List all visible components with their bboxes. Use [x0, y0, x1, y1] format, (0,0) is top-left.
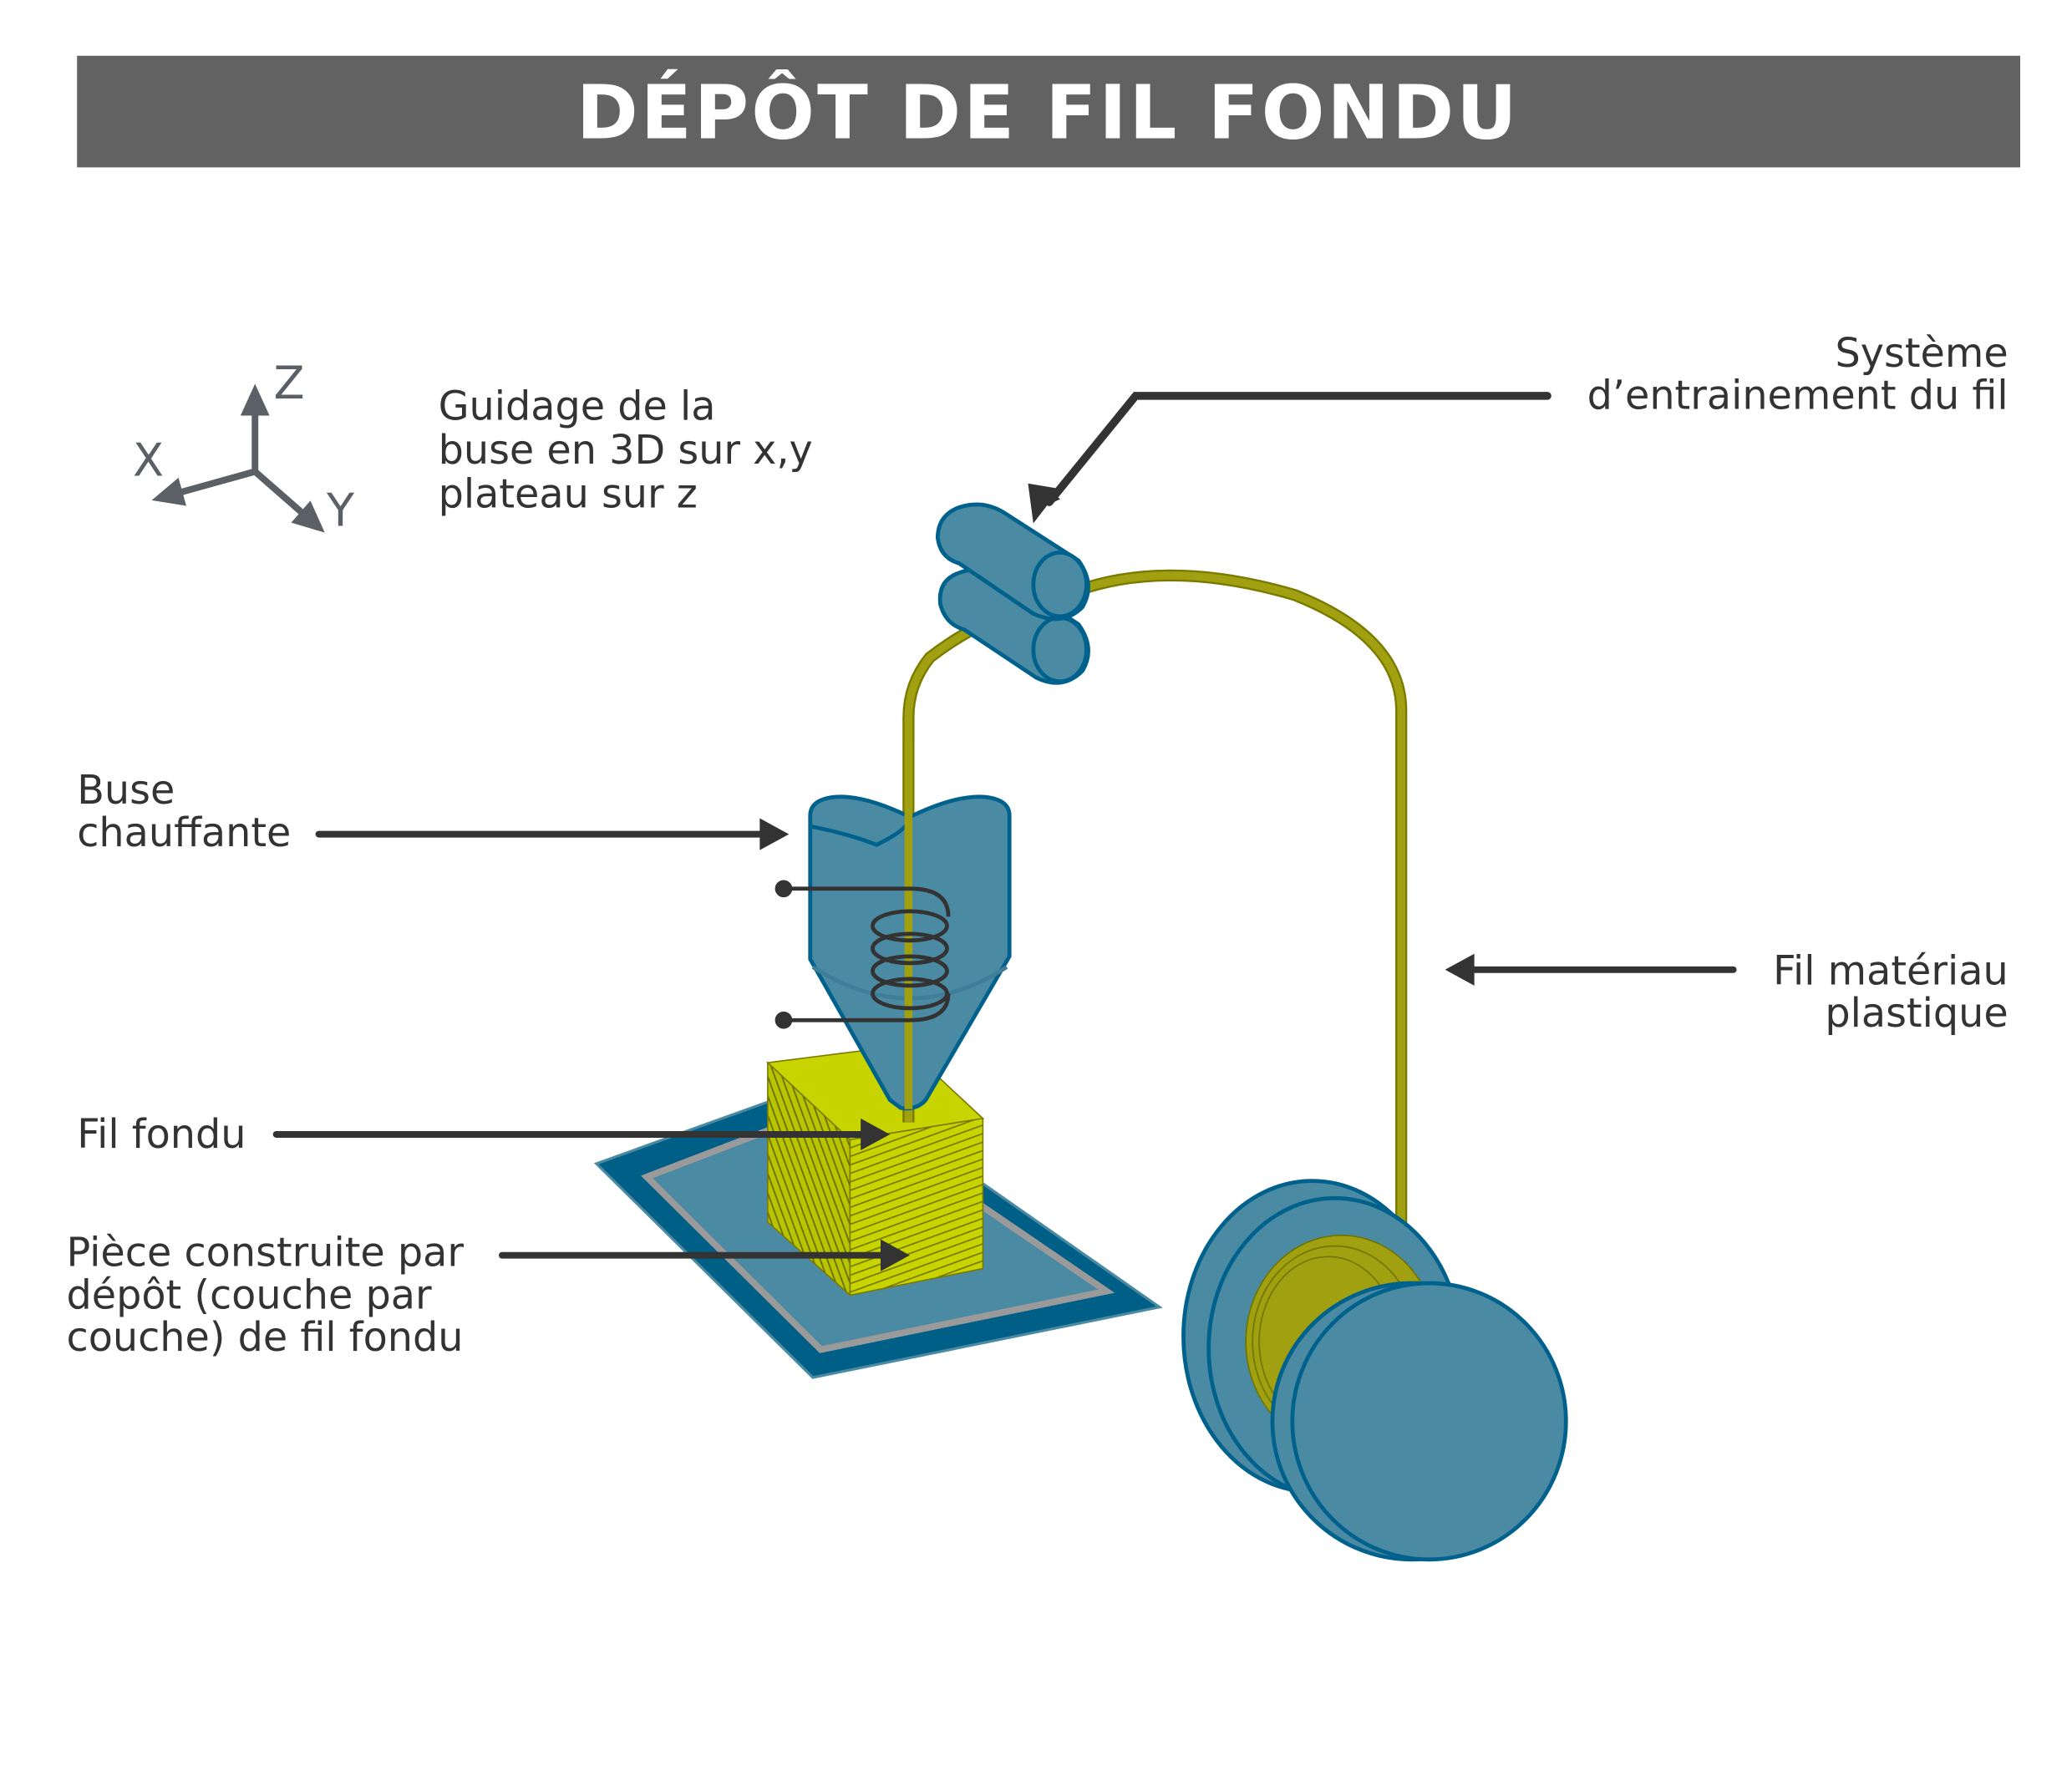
guidage-line-3: plateau sur z	[439, 471, 698, 517]
coil-turn-1	[871, 909, 949, 943]
systeme-arrowhead	[1028, 483, 1060, 524]
systeme-label: Système d’entrainement du fil	[1587, 331, 2009, 419]
z-axis-label: Z	[273, 357, 304, 409]
coil-terminal-bottom	[774, 1011, 793, 1029]
fil-materiau-pointer-head	[1445, 953, 1475, 986]
systeme-line-1: Système	[1836, 331, 2009, 377]
title-banner-bg	[77, 55, 2021, 168]
piece-line-1: Pièce construite par	[66, 1230, 464, 1276]
buse-pointer-head	[759, 818, 790, 850]
fil-materiau-label: Fil matériau plastique	[1773, 948, 2009, 1037]
systeme-pointer-arrow	[1045, 392, 1551, 506]
guidage-line-1: Guidage de la	[439, 383, 716, 429]
guidage-label: Guidage de la buse en 3D sur x,y plateau…	[439, 383, 813, 517]
y-axis-label: Y	[326, 485, 355, 537]
drive-rollers	[935, 502, 1090, 685]
fil-materiau-line-1: Fil matériau	[1773, 948, 2009, 994]
coil-turn-2	[871, 931, 949, 966]
upper-roller-end	[1031, 551, 1089, 619]
x-axis-arrow	[151, 468, 256, 506]
guidage-line-2: buse en 3D sur x,y	[439, 428, 813, 474]
heated-nozzle	[808, 743, 1012, 1111]
y-axis-arrow	[252, 469, 325, 533]
filament-spool	[1181, 1179, 1568, 1562]
axis-indicator: Z X Y	[133, 357, 355, 537]
piece-line-2: dépôt (couche par	[66, 1272, 432, 1318]
coil-lead-top	[783, 886, 951, 917]
piece-line-3: couche) de fil fondu	[66, 1315, 463, 1361]
filament-path	[904, 571, 1405, 1269]
title-banner: DÉPÔT DE FIL FONDU	[77, 55, 2021, 168]
x-axis-label: X	[133, 434, 164, 486]
built-part	[766, 1044, 985, 1297]
systeme-line-2: d’entrainement du fil	[1587, 373, 2009, 419]
buse-line-2: chauffante	[77, 810, 291, 856]
coil-terminal-top	[774, 880, 793, 898]
coil-lead-bottom	[783, 993, 951, 1022]
buse-label: Buse chauffante	[77, 768, 291, 856]
buse-line-1: Buse	[77, 768, 175, 814]
lower-roller-end	[1031, 616, 1089, 684]
piece-label: Pièce construite par dépôt (couche par c…	[66, 1230, 464, 1361]
fil-materiau-line-2: plastique	[1825, 991, 2008, 1037]
spool-front-flange-inner	[1290, 1281, 1568, 1562]
page-title: DÉPÔT DE FIL FONDU	[576, 69, 1520, 155]
fil-fondu-pointer-head	[861, 1118, 891, 1151]
fil-fondu-label: Fil fondu	[77, 1112, 246, 1158]
coil-turn-3	[871, 954, 949, 988]
piece-pointer-head	[881, 1239, 910, 1271]
heating-coil	[774, 880, 951, 1029]
